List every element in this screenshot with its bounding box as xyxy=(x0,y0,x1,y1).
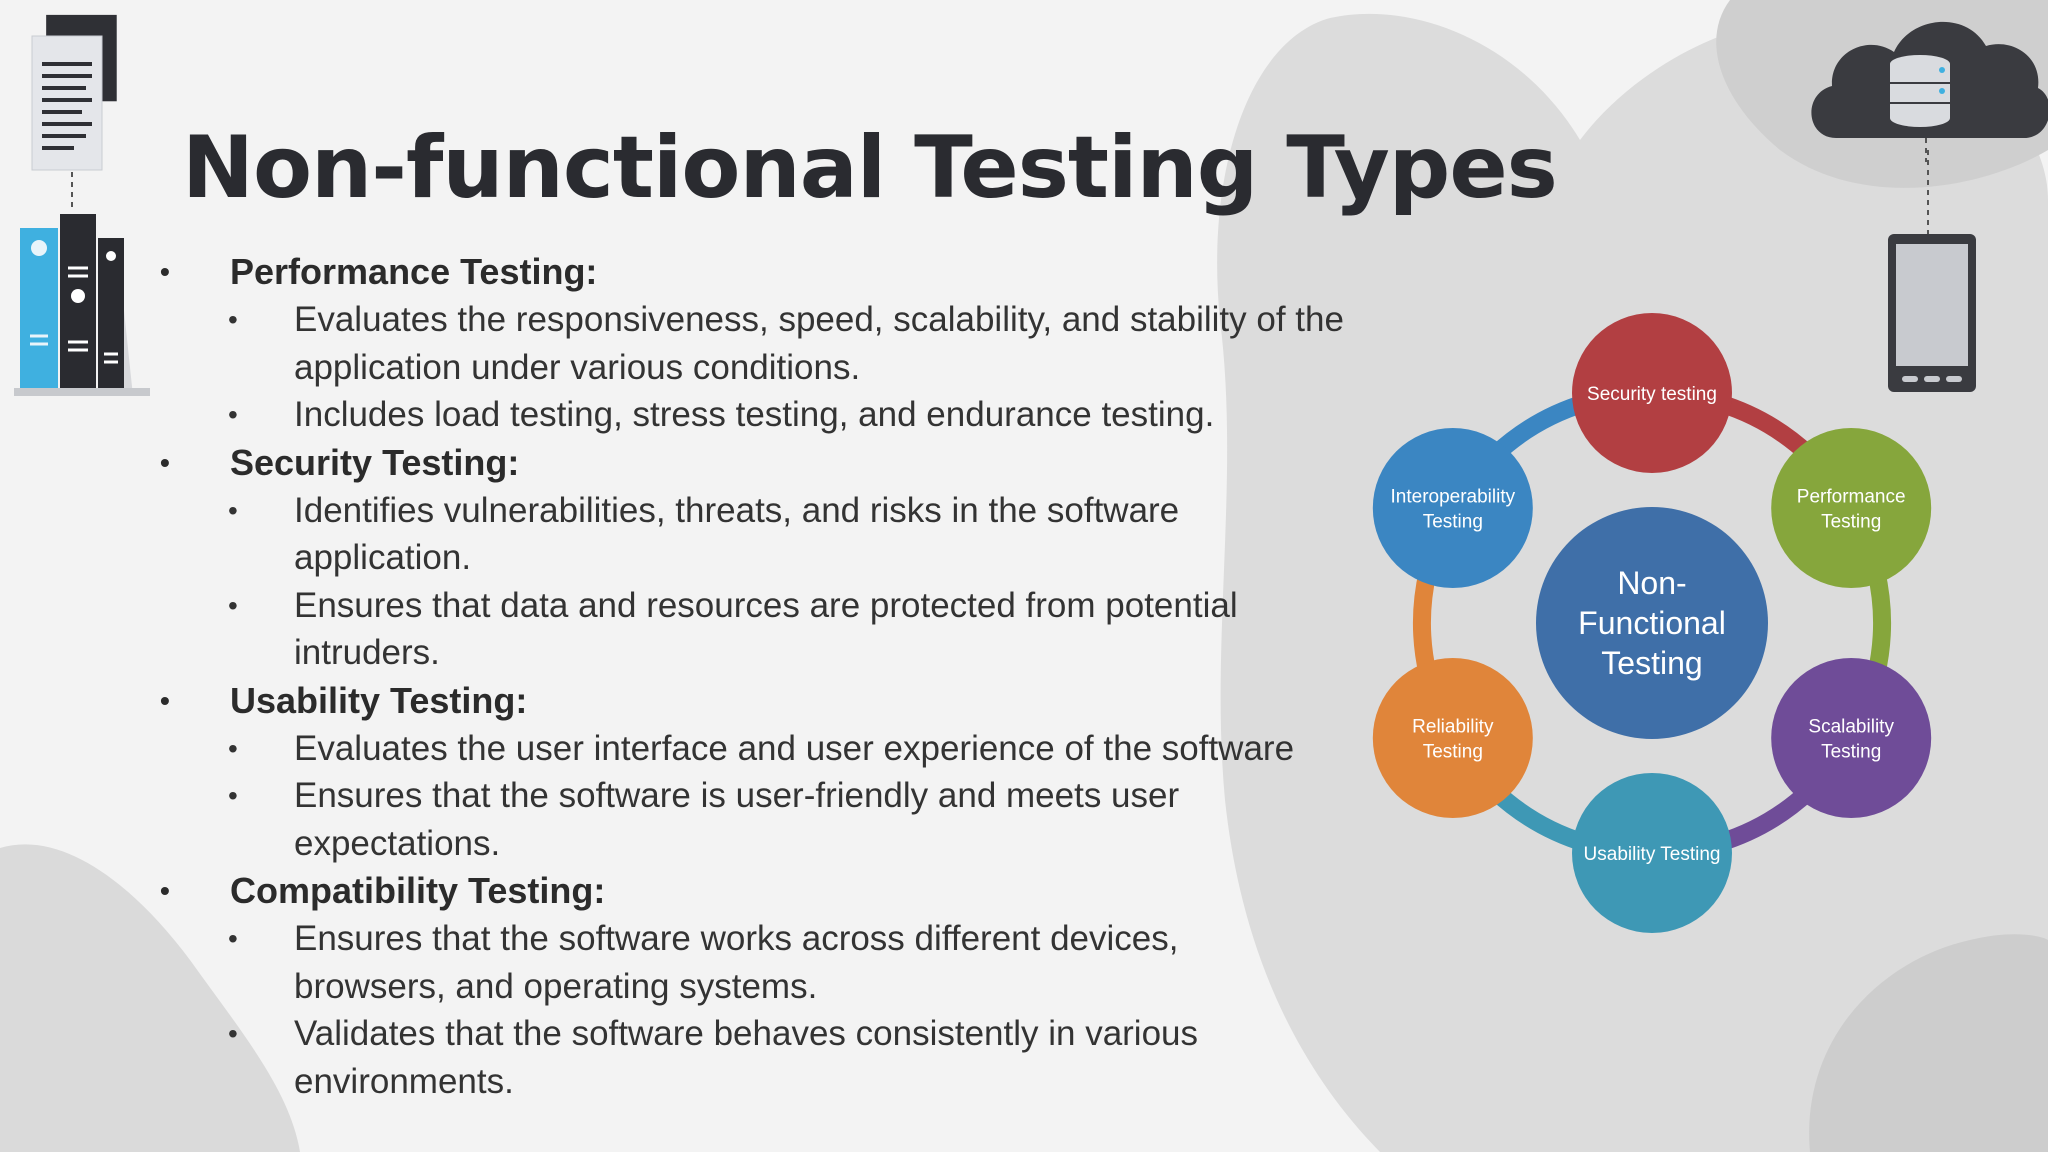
documents-icon xyxy=(31,14,117,212)
bullet-text: Includes load testing, stress testing, a… xyxy=(294,395,1215,434)
cloud-database-icon xyxy=(1811,22,2048,162)
node-circle xyxy=(1771,658,1932,818)
sub-bullet: Ensures that the software is user-friend… xyxy=(150,772,1350,867)
node-label: Usability Testing xyxy=(1584,844,1721,865)
bullet-text: Ensures that the software works across d… xyxy=(294,919,1179,1006)
node-label: Testing xyxy=(1821,742,1881,763)
node-label: Interoperability xyxy=(1391,487,1516,508)
node-label: Reliability xyxy=(1412,717,1494,738)
section-heading: Usability Testing: xyxy=(150,677,1350,725)
center-label: Functional xyxy=(1578,605,1726,641)
section-heading: Compatibility Testing: xyxy=(150,867,1350,915)
bullet-text: Validates that the software behaves cons… xyxy=(294,1014,1199,1101)
node-label: Testing xyxy=(1423,512,1483,533)
bullet-text: Identifies vulnerabilities, threats, and… xyxy=(294,490,1180,578)
node-circle xyxy=(1572,773,1732,933)
node-label: Testing xyxy=(1423,742,1483,763)
node-usability: Usability Testing xyxy=(1572,773,1732,933)
node-circle xyxy=(1572,313,1732,473)
section-compatibility: Compatibility Testing: Ensures that the … xyxy=(150,867,1350,1105)
node-circle xyxy=(1372,658,1533,818)
node-circle xyxy=(1372,428,1533,588)
binders-icon xyxy=(14,214,150,396)
section-heading: Performance Testing: xyxy=(150,248,1350,296)
connector-arc-security xyxy=(1716,394,1815,462)
connector-arc-scalability xyxy=(1716,784,1815,852)
sub-bullet: Includes load testing, stress testing, a… xyxy=(150,391,1350,439)
bullet-text: Evaluates the user interface and user ex… xyxy=(294,728,1295,768)
bullet-text: Ensures that the software is user-friend… xyxy=(294,776,1180,863)
section-heading: Security Testing: xyxy=(150,439,1350,487)
connector-arc-usability xyxy=(1489,784,1588,852)
section-security: Security Testing: Identifies vulnerabili… xyxy=(150,439,1350,677)
sub-bullet: Validates that the software behaves cons… xyxy=(150,1010,1350,1105)
sub-bullet: Evaluates the user interface and user ex… xyxy=(150,725,1350,773)
connector-arc-reliability xyxy=(1413,569,1437,677)
center-label: Testing xyxy=(1601,645,1702,681)
node-security: Security testing xyxy=(1572,313,1732,473)
node-label: Scalability xyxy=(1808,717,1894,738)
sub-bullet: Evaluates the responsiveness, speed, sca… xyxy=(150,296,1350,391)
connector-arc-performance xyxy=(1867,569,1891,677)
sub-bullet: Identifies vulnerabilities, threats, and… xyxy=(150,487,1350,582)
page-title: Non-functional Testing Types xyxy=(182,118,1558,218)
bullet-text: Evaluates the responsiveness, speed, sca… xyxy=(294,300,1344,387)
background-blob-bottom-right xyxy=(1809,934,2048,1152)
bullet-text: Ensures that data and resources are prot… xyxy=(294,585,1238,673)
bullet-list: Performance Testing: Evaluates the respo… xyxy=(150,248,1350,1105)
diagram-nodes: Security testingPerformanceTestingScalab… xyxy=(1372,313,1932,933)
section-performance: Performance Testing: Evaluates the respo… xyxy=(150,248,1350,439)
node-label: Testing xyxy=(1821,512,1881,533)
center-label: Non- xyxy=(1617,565,1686,601)
connector-arc-interoperability xyxy=(1489,394,1588,462)
sub-bullet: Ensures that data and resources are prot… xyxy=(150,582,1350,677)
center-circle xyxy=(1536,507,1768,739)
node-circle xyxy=(1771,428,1932,588)
node-label: Security testing xyxy=(1587,384,1717,405)
node-label: Performance xyxy=(1797,487,1906,508)
section-usability: Usability Testing: Evaluates the user in… xyxy=(150,677,1350,868)
mobile-phone-icon xyxy=(1888,150,1976,392)
sub-bullet: Ensures that the software works across d… xyxy=(150,915,1350,1010)
